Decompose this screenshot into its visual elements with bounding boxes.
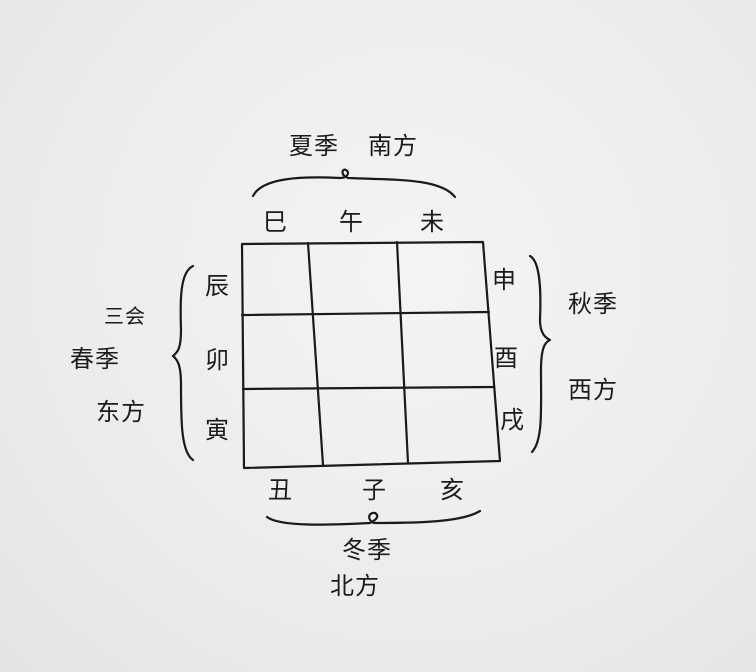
grid-line-h1 <box>240 310 491 317</box>
branch-chou: 丑 <box>268 476 293 504</box>
branch-wei: 未 <box>420 208 445 236</box>
branch-chen: 辰 <box>205 272 230 300</box>
branch-si: 巳 <box>263 208 288 236</box>
bottom-direction-label: 北方 <box>330 572 380 600</box>
top-brace <box>251 168 457 199</box>
branch-wu: 午 <box>339 208 364 236</box>
branch-yin: 寅 <box>205 416 230 444</box>
bottom-season-label: 冬季 <box>342 536 392 564</box>
branch-mao: 卯 <box>205 346 230 374</box>
branch-zi: 子 <box>362 476 387 504</box>
left-season-label: 春季 <box>70 345 120 373</box>
right-season-label: 秋季 <box>568 290 618 318</box>
branch-shen: 申 <box>492 266 517 294</box>
bottom-brace <box>265 509 482 526</box>
top-season-label: 夏季 <box>289 132 339 160</box>
top-direction-label: 南方 <box>368 132 418 160</box>
left-title-label: 三会 <box>104 304 146 328</box>
branch-hai: 亥 <box>440 476 465 504</box>
grid-line-h2 <box>241 385 496 391</box>
branch-you: 酉 <box>494 344 519 372</box>
left-direction-label: 东方 <box>96 398 146 426</box>
branch-xu: 戌 <box>500 406 525 434</box>
grid-border <box>240 240 502 470</box>
grid-line-v1 <box>306 241 325 467</box>
left-brace <box>171 264 195 462</box>
grid-line-v2 <box>395 240 410 465</box>
right-direction-label: 西方 <box>568 376 618 404</box>
right-brace <box>528 254 552 454</box>
